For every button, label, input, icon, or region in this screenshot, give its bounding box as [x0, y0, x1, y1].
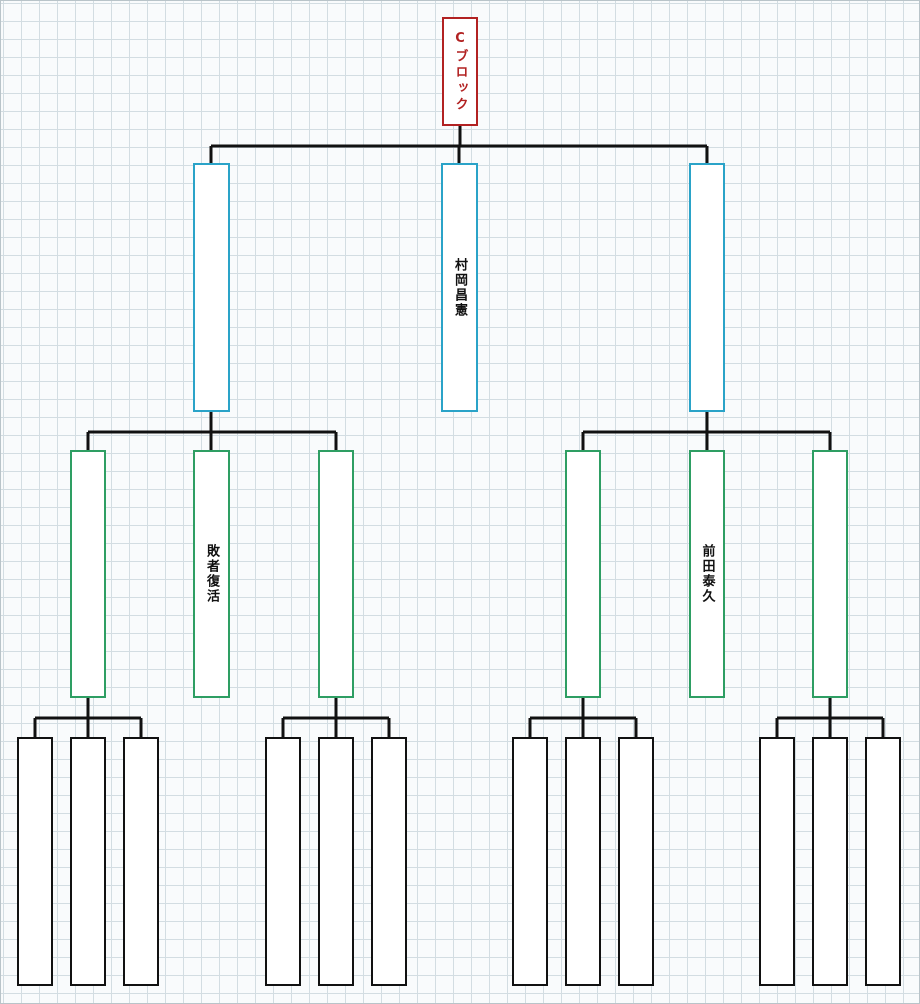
level2-slot: 敗者復活: [193, 450, 230, 698]
level3-slot: [17, 737, 53, 986]
level3-slot: [565, 737, 601, 986]
level2-slot: [70, 450, 106, 698]
level1-slot: [689, 163, 725, 412]
level2-label: 敗者復活: [204, 544, 219, 604]
level3-slot: [812, 737, 848, 986]
level1-slot: [193, 163, 230, 412]
level3-slot: [318, 737, 354, 986]
level2-slot: 前田泰久: [689, 450, 725, 698]
level2-slot: [565, 450, 601, 698]
level2-slot: [812, 450, 848, 698]
level1-label: 村岡昌憲: [452, 257, 467, 318]
level3-slot: [759, 737, 795, 986]
level3-slot: [123, 737, 159, 986]
level3-slot: [865, 737, 901, 986]
root-block-label: Cブロック: [452, 30, 468, 113]
level3-slot: [512, 737, 548, 986]
level3-slot: [265, 737, 301, 986]
level1-slot: 村岡昌憲: [441, 163, 478, 412]
level3-slot: [618, 737, 654, 986]
level2-slot: [318, 450, 354, 698]
root-block-title: Cブロック: [442, 17, 478, 126]
level3-slot: [70, 737, 106, 986]
level3-slot: [371, 737, 407, 986]
level2-label: 前田泰久: [699, 544, 715, 604]
